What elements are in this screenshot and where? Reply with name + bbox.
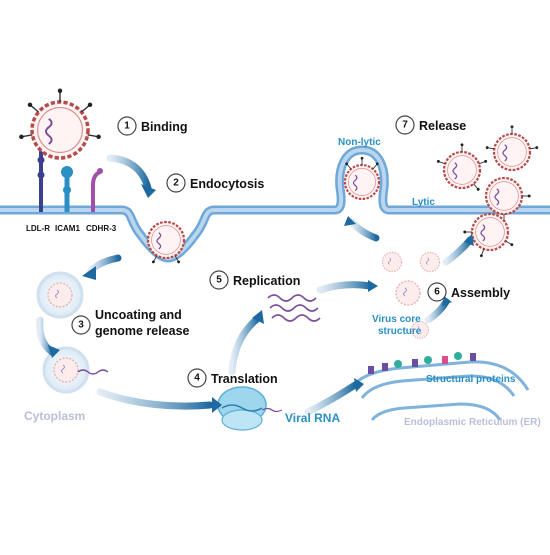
virus-core-label-line2: structure <box>378 326 422 337</box>
step-label-translation: Translation <box>211 372 278 386</box>
step-number-1: 1 <box>117 116 137 136</box>
uncoating-vesicle <box>36 271 84 319</box>
endoplasmic-reticulum <box>348 360 530 422</box>
svg-text:4: 4 <box>194 373 200 384</box>
step-number-5: 5 <box>209 270 229 290</box>
lytic-virus-2 <box>485 124 539 172</box>
step-number-7: 7 <box>395 115 415 135</box>
genome-release-vesicle <box>42 346 109 394</box>
svg-text:7: 7 <box>402 120 408 131</box>
svg-text:2: 2 <box>173 178 179 189</box>
svg-text:6: 6 <box>434 287 440 298</box>
receptor-label-ldlr: LDL-R <box>26 224 50 233</box>
plasma-membrane <box>0 145 550 263</box>
step-label-replication: Replication <box>233 274 300 288</box>
svg-text:3: 3 <box>78 320 84 331</box>
lytic-label: Lytic <box>412 197 435 208</box>
structural-proteins <box>368 352 476 374</box>
step-number-2: 2 <box>166 173 186 193</box>
step-label-assembly: Assembly <box>451 286 510 300</box>
step-number-4: 4 <box>187 368 207 388</box>
receptor-cdhr3 <box>91 168 103 212</box>
binding-virus <box>18 87 102 160</box>
viral-rna-label: Viral RNA <box>285 411 340 425</box>
receptor-label-cdhr3: CDHR-3 <box>86 224 117 233</box>
svg-text:1: 1 <box>124 121 130 132</box>
receptor-icam1 <box>61 166 73 212</box>
nonlytic-virus <box>343 156 381 201</box>
step-label-endocytosis: Endocytosis <box>190 177 264 191</box>
receptor-label-icam1: ICAM1 <box>55 224 80 233</box>
step-label-release: Release <box>419 119 466 133</box>
ribosome <box>217 386 283 431</box>
step-label-uncoating-line2: genome release <box>95 324 190 338</box>
lytic-virus-1 <box>436 142 488 192</box>
non-lytic-label: Non-lytic <box>338 137 381 148</box>
replicated-rna <box>267 294 321 322</box>
virus-core-label-line1: Virus core <box>372 314 421 325</box>
step-number-3: 3 <box>71 315 91 335</box>
svg-text:5: 5 <box>216 275 222 286</box>
arrow-heads <box>48 184 474 413</box>
er-label: Endoplasmic Reticulum (ER) <box>404 417 541 428</box>
step-label-uncoating-line1: Uncoating and <box>95 308 182 322</box>
step-label-binding: Binding <box>141 120 188 134</box>
structural-proteins-label: Structural proteins <box>426 374 516 385</box>
step-number-6: 6 <box>427 282 447 302</box>
cytoplasm-label: Cytoplasm <box>24 409 85 423</box>
